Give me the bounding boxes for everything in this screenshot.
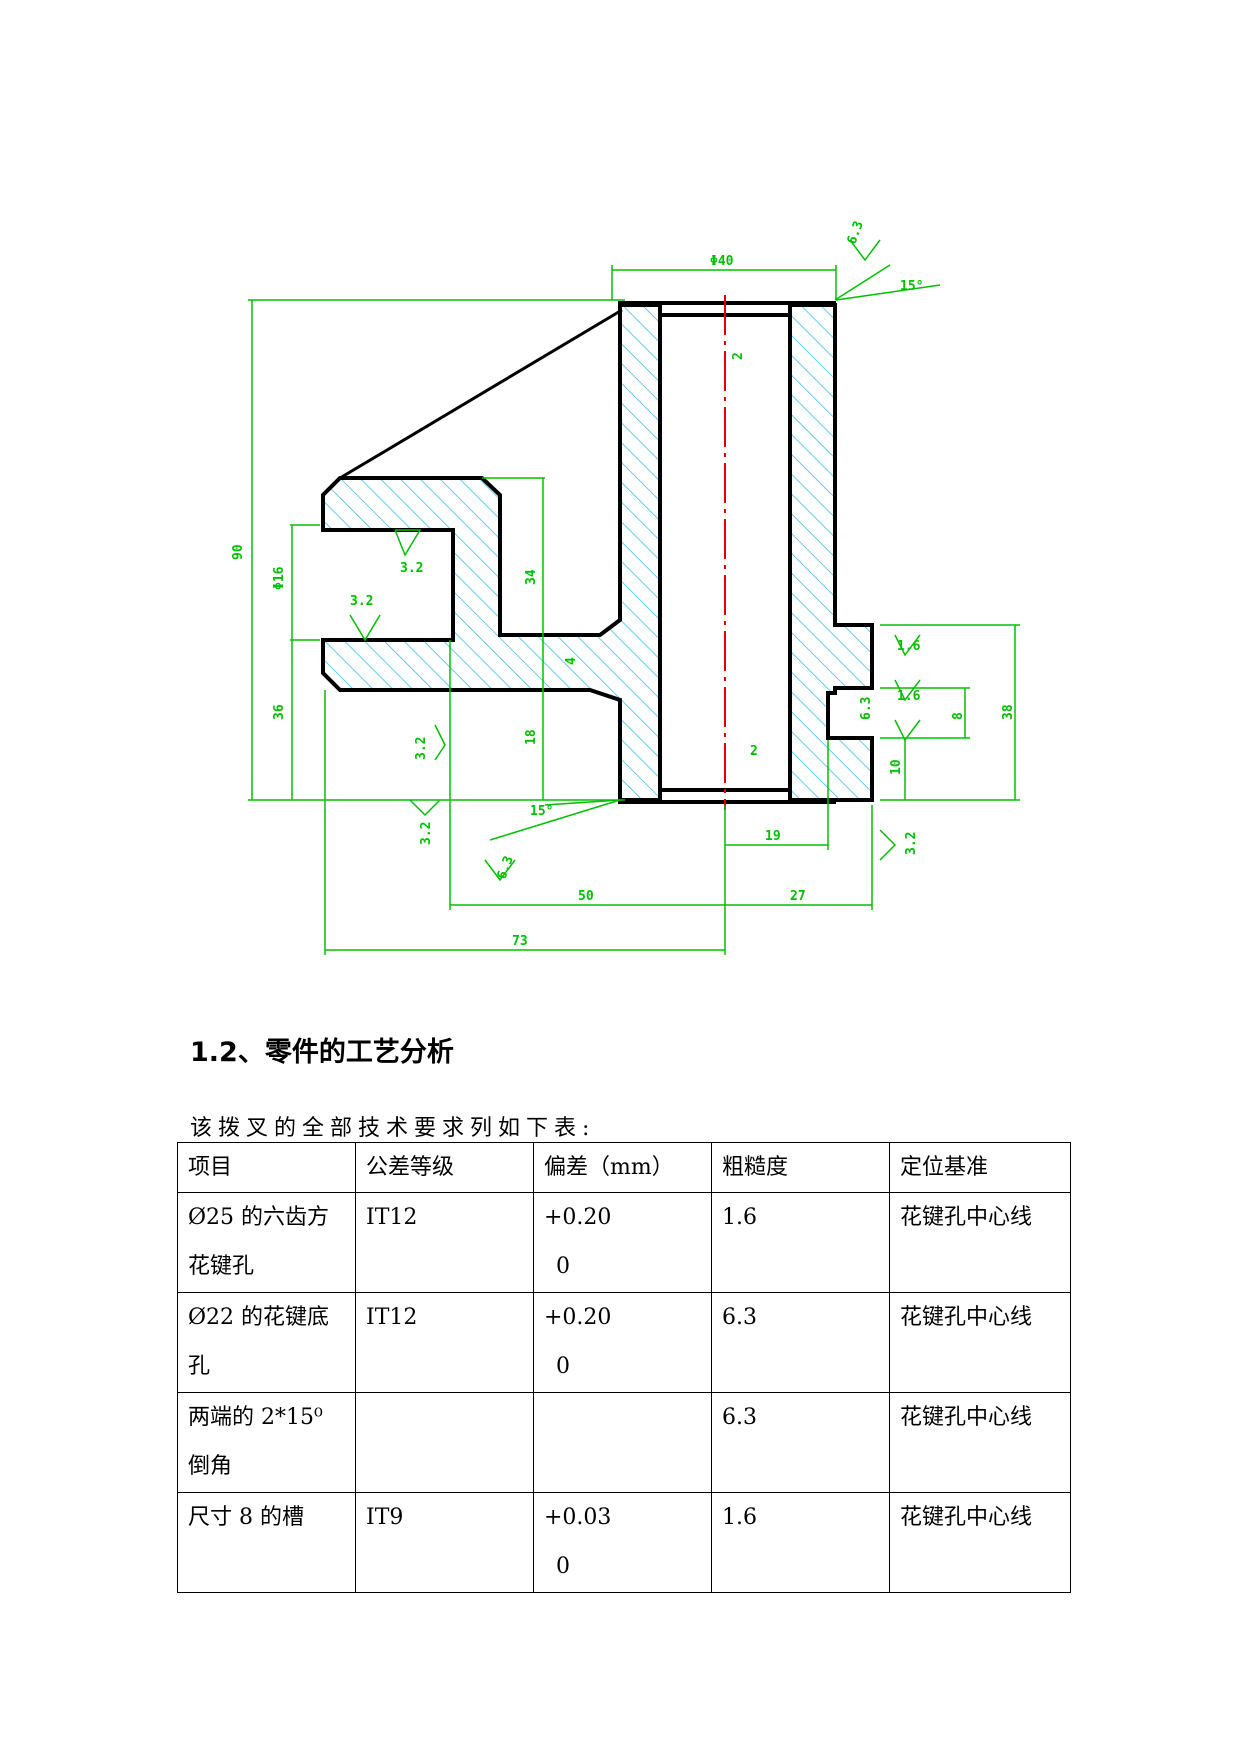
part-section (321, 295, 874, 810)
rough-left-1: 3.2 (414, 737, 429, 760)
rough-right-3: 3.2 (904, 832, 919, 855)
cell-item: Ø22 的花键底孔 (177, 1292, 356, 1393)
rough-bottom: 6.3 (495, 854, 517, 881)
rib-edge (339, 308, 623, 480)
dim-right-height: 38 (1001, 704, 1016, 720)
dim-chamfer-bottom: 15° (530, 804, 553, 819)
rough-left-2: 3.2 (419, 822, 434, 845)
dim-bottom-19: 19 (765, 829, 781, 844)
dim-chamfer-top: 15° (900, 279, 923, 294)
table-row: 两端的 2*15⁰ 倒角 6.3 花键孔中心线 (177, 1392, 1071, 1493)
cell-tol (355, 1392, 534, 1493)
rough-slot: 6.3 (859, 697, 874, 720)
cell-datum: 花键孔中心线 (889, 1392, 1071, 1493)
cell-rough: 6.3 (711, 1392, 890, 1493)
cell-dev: +0.20 0 (533, 1192, 712, 1293)
table-row: Ø22 的花键底孔 IT12 +0.20 0 6.3 花键孔中心线 (177, 1292, 1071, 1393)
dim-base-left: 36 (272, 704, 287, 720)
dim-bottom-27: 27 (790, 889, 806, 904)
dev-upper: +0.20 (544, 1205, 612, 1230)
dim-mid-height: 18 (524, 729, 539, 745)
dimension-lines (248, 239, 1020, 955)
dim-fork-height: 34 (524, 569, 539, 585)
cell-tol: IT12 (355, 1292, 534, 1393)
dim-fork-width: Φ16 (272, 566, 287, 590)
engineering-drawing: Φ40 6.3 15° 2 90 Φ16 3.2 3.2 34 4 36 18 … (231, 219, 1020, 955)
cell-datum: 花键孔中心线 (889, 1192, 1071, 1293)
dev-upper: +0.20 (544, 1305, 612, 1330)
rough-top: 6.3 (845, 219, 867, 246)
rough-fork-a: 3.2 (350, 594, 373, 609)
table-row: Ø25 的六齿方花键孔 IT12 +0.20 0 1.6 花键孔中心线 (177, 1192, 1071, 1293)
dim-chamfer-len-top: 2 (731, 352, 746, 360)
cell-item: 两端的 2*15⁰ 倒角 (177, 1392, 356, 1493)
dim-fork-thick: 4 (564, 657, 579, 665)
table-header-row: 项目 公差等级 偏差（mm） 粗糙度 定位基准 (177, 1142, 1071, 1193)
rough-right-2: 1.6 (897, 689, 921, 704)
dev-lower: 0 (556, 1554, 570, 1579)
dim-height-total: 90 (231, 544, 246, 560)
header-cell: 偏差（mm） (533, 1142, 712, 1193)
cell-datum: 花键孔中心线 (889, 1292, 1071, 1393)
dev-lower: 0 (556, 1354, 570, 1379)
cell-tol: IT12 (355, 1192, 534, 1293)
dim-chamfer-len-bottom: 2 (750, 744, 758, 759)
cell-rough: 6.3 (711, 1292, 890, 1393)
left-wall-section (321, 303, 662, 802)
rough-fork-b: 3.2 (400, 561, 423, 576)
dev-lower: 0 (556, 1254, 570, 1279)
right-wall-section (788, 303, 874, 802)
section-heading: 1.2、零件的工艺分析 (190, 1037, 454, 1068)
header-cell: 粗糙度 (711, 1142, 890, 1193)
rough-right-1: 1.6 (897, 639, 921, 654)
cell-item: 尺寸 8 的槽 (177, 1492, 356, 1593)
header-cell: 项目 (177, 1142, 356, 1193)
dim-bottom-73: 73 (512, 934, 528, 949)
dim-slot-width: 8 (951, 712, 966, 720)
header-cell: 定位基准 (889, 1142, 1071, 1193)
cell-rough: 1.6 (711, 1192, 890, 1293)
dim-slot-bottom: 10 (889, 759, 904, 775)
dev-upper: +0.03 (544, 1505, 612, 1530)
dim-bottom-50: 50 (578, 889, 594, 904)
dim-top-dia: Φ40 (710, 254, 734, 269)
cell-tol: IT9 (355, 1492, 534, 1593)
intro-text: 该拨叉的全部技术要求列如下表: (190, 1116, 596, 1141)
cell-dev: +0.03 0 (533, 1492, 712, 1593)
cell-datum: 花键孔中心线 (889, 1492, 1071, 1593)
cell-dev (533, 1392, 712, 1493)
header-cell: 公差等级 (355, 1142, 534, 1193)
spec-table: 项目 公差等级 偏差（mm） 粗糙度 定位基准 Ø25 的六齿方花键孔 IT12… (177, 1142, 1071, 1593)
table-row: 尺寸 8 的槽 IT9 +0.03 0 1.6 花键孔中心线 (177, 1492, 1071, 1593)
cell-dev: +0.20 0 (533, 1292, 712, 1393)
cell-item: Ø25 的六齿方花键孔 (177, 1192, 356, 1293)
cell-rough: 1.6 (711, 1492, 890, 1593)
